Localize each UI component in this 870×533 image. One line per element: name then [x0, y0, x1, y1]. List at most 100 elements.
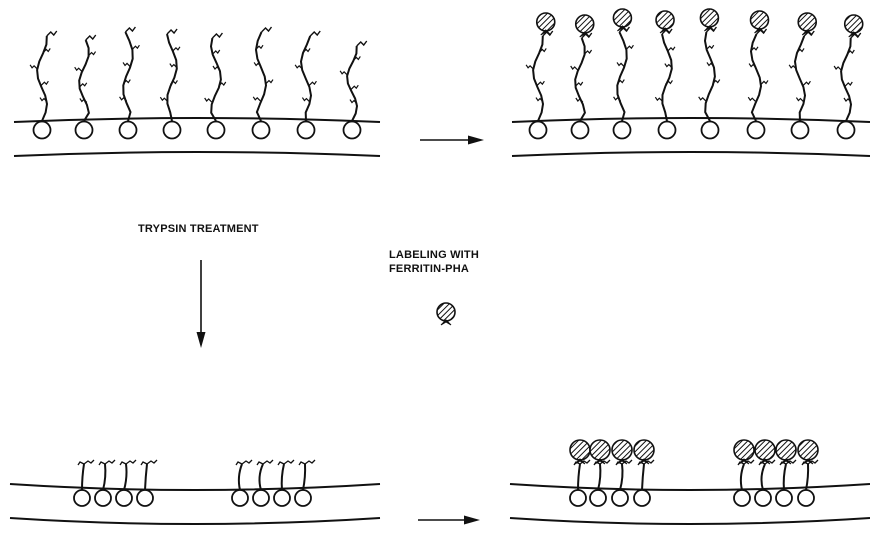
- membrane-inner-line: [509, 517, 870, 525]
- sugar-branch: [843, 97, 852, 103]
- pha-lectin: [738, 458, 750, 465]
- transmembrane-domain: [94, 489, 112, 507]
- terminal-sugar: [309, 30, 321, 37]
- terminal-sugar: [356, 40, 368, 47]
- ferritin-core: [797, 439, 819, 461]
- ferritin-pha-icon: [569, 439, 591, 465]
- sugar-branch: [301, 97, 310, 103]
- sugar-branch: [748, 63, 757, 69]
- transmembrane-domain: [790, 120, 810, 140]
- pha-lectin: [780, 458, 792, 465]
- sugar-branch: [803, 80, 811, 86]
- receptor-glycoprotein: [204, 32, 227, 140]
- sugar-branch: [119, 96, 127, 102]
- transmembrane-domain: [118, 120, 138, 140]
- ferritin-pha-icon: [733, 439, 755, 465]
- transmembrane-domain: [162, 120, 182, 140]
- receptor-glycoprotein: [29, 30, 58, 140]
- sugar-branch: [172, 46, 181, 52]
- terminal-sugar: [256, 459, 274, 466]
- receptor-glycoprotein: [746, 10, 770, 140]
- sugar-branch: [170, 80, 178, 85]
- sugar-branch: [252, 96, 261, 102]
- pha-lectin: [659, 27, 671, 34]
- receptor-glycoprotein: [589, 439, 611, 507]
- glycoprotein-chain: [840, 37, 853, 122]
- sugar-branch: [169, 63, 178, 69]
- receptor-glycoprotein: [252, 459, 274, 507]
- sugar-branch: [339, 70, 348, 76]
- sugar-branch: [846, 49, 855, 55]
- ferritin-pha-icon: [436, 302, 456, 326]
- receptor-glycoprotein: [733, 439, 755, 507]
- transmembrane-domain: [136, 489, 154, 507]
- receptor-glycoprotein: [159, 28, 182, 140]
- receptor-glycoprotein: [94, 459, 116, 507]
- ferritin-core: [655, 10, 675, 30]
- receptor-glycoprotein: [788, 12, 818, 140]
- sugar-branch: [706, 44, 715, 50]
- ferritin-pha-icon: [633, 439, 655, 465]
- pha-lectin: [440, 319, 452, 326]
- ferritin-pha-icon: [699, 8, 720, 32]
- receptor-glycoprotein: [754, 439, 776, 507]
- glycoprotein-chain: [661, 33, 673, 122]
- sugar-branch: [584, 49, 593, 55]
- ferritin-core: [612, 8, 633, 28]
- sugar-branch: [788, 64, 797, 70]
- sugar-branch: [750, 46, 759, 52]
- ferritin-pha-icon: [574, 14, 595, 38]
- glycoprotein-chain: [805, 463, 810, 491]
- ferritin-pha-icon: [589, 439, 611, 465]
- receptor-glycoprotein: [654, 10, 677, 140]
- receptor-glycoprotein: [74, 34, 97, 140]
- glycoprotein-chain: [641, 463, 645, 491]
- sugar-branch: [350, 84, 359, 90]
- ferritin-pha-icon: [612, 8, 633, 32]
- membrane-inner-line: [13, 151, 381, 157]
- panel-untreated-unlabeled: [13, 26, 381, 157]
- transmembrane-domain: [612, 120, 632, 140]
- glycoprotein-chain: [739, 463, 745, 491]
- transmembrane-domain: [74, 120, 94, 140]
- sugar-branch: [575, 81, 584, 87]
- pha-lectin: [754, 27, 765, 34]
- glycoprotein-chain: [532, 35, 545, 122]
- receptor-glycoprotein: [251, 26, 274, 140]
- glycoprotein-chain: [793, 35, 807, 122]
- terminal-sugar: [235, 459, 253, 466]
- membrane-outer-line: [509, 483, 870, 491]
- sugar-branch: [253, 62, 262, 67]
- ferritin-core: [633, 439, 655, 461]
- sugar-branch: [796, 48, 805, 53]
- pha-lectin: [616, 458, 628, 465]
- sugar-branch: [570, 65, 579, 71]
- ferritin-core: [611, 439, 633, 461]
- membrane-outer-line: [9, 483, 381, 491]
- terminal-sugar: [211, 32, 223, 39]
- sugar-branch: [159, 96, 168, 102]
- labeling-label-line1: LABELING WITH: [389, 249, 479, 261]
- receptor-glycoprotein: [273, 459, 295, 507]
- transmembrane-domain: [633, 489, 651, 507]
- ferritin-pha-icon: [749, 10, 770, 34]
- receptor-glycoprotein: [73, 459, 95, 507]
- transmembrane-domain: [251, 120, 271, 140]
- panel-trypsin-unlabeled: [9, 459, 381, 525]
- ferritin-core: [797, 12, 818, 32]
- transmembrane-domain: [528, 120, 548, 140]
- glycoprotein-chain: [144, 463, 148, 491]
- glycoprotein-chain: [597, 463, 602, 491]
- transmembrane-domain: [73, 489, 91, 507]
- pha-lectin: [801, 29, 813, 36]
- sugar-branch: [833, 65, 842, 71]
- ferritin-pha-icon: [843, 14, 864, 38]
- ferritin-core: [699, 8, 720, 28]
- sugar-branch: [39, 97, 48, 103]
- sugar-branch: [42, 48, 51, 53]
- sugar-branch: [132, 44, 140, 50]
- receptor-glycoprotein: [612, 8, 634, 140]
- ferritin-pha-icon: [611, 439, 633, 465]
- sugar-branch: [302, 48, 311, 53]
- glycoprotein-chain: [302, 463, 307, 491]
